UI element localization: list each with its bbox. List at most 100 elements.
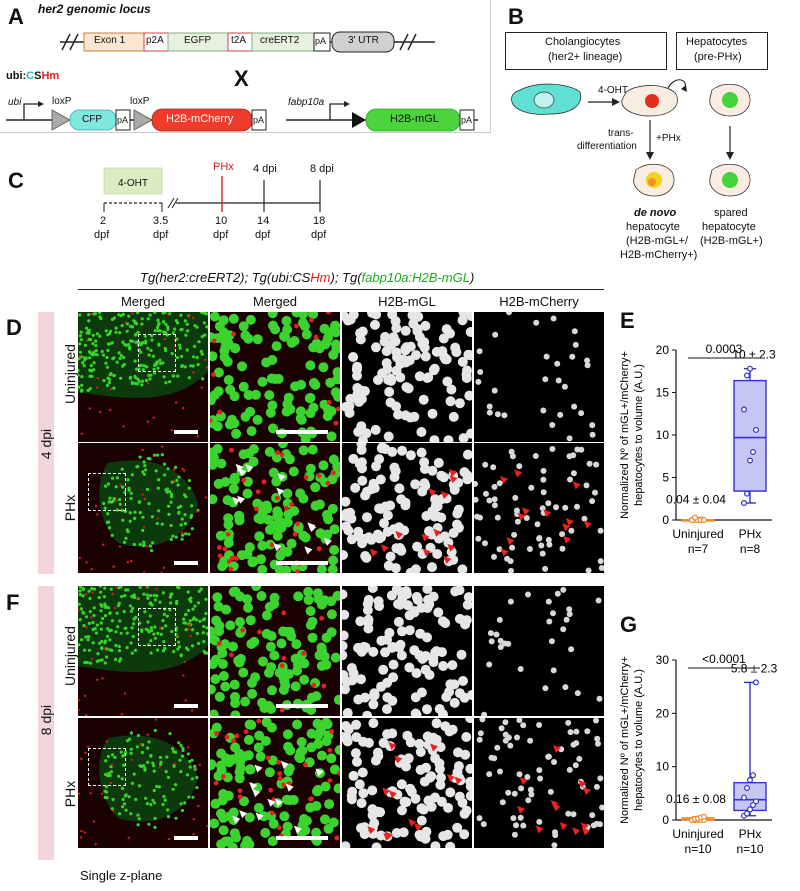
- ubi-promoter-label: ubi: [8, 97, 22, 108]
- col-header-merged-2: Merged: [252, 294, 298, 309]
- hep-title-2: (pre-PHx): [694, 51, 742, 63]
- spared-label-1: spared: [714, 207, 748, 219]
- c-tick-35: 3.5: [153, 215, 169, 227]
- micrograph-r2-c0: [78, 586, 208, 716]
- chart-g: Normalized Nº of mGL+/mCherry+hepatocyte…: [619, 652, 778, 856]
- y-tick-label: 10: [656, 428, 670, 442]
- f-timepoint-label: 8 dpi: [38, 704, 54, 736]
- micrograph-r3-c2: [342, 718, 472, 848]
- y-axis-label-1: Normalized Nº of mGL+/mCherry+: [619, 656, 631, 824]
- loxp2-label: loxP: [130, 96, 150, 107]
- c-tick-2-unit: dpf: [94, 229, 110, 241]
- n-label: n=7: [688, 542, 709, 556]
- data-point: [741, 794, 748, 801]
- roi-box: [138, 334, 176, 372]
- single-z-plane-label: Single z-plane: [80, 868, 163, 883]
- panel-d-letter: D: [6, 315, 22, 340]
- ubi-title-c: C: [26, 70, 35, 82]
- x-tick-label: Uninjured: [672, 527, 723, 541]
- data-point: [750, 448, 757, 455]
- mean-label-uninjured: 0.16 ± 0.08: [666, 792, 726, 806]
- f-row-phx: PHx: [62, 780, 78, 808]
- roi-box: [88, 473, 126, 511]
- data-point: [747, 806, 754, 813]
- micrograph-r3-c0: [78, 718, 208, 848]
- b-trans-label-2: differentiation: [577, 141, 637, 152]
- de-novo-label-4: H2B-mCherry+): [620, 249, 698, 261]
- n-label: n=8: [740, 542, 761, 556]
- c-8dpi-label: 8 dpi: [310, 163, 334, 175]
- c-tick-14-unit: dpf: [255, 229, 271, 241]
- creert2-label: creERT2: [260, 35, 300, 46]
- c-4oht-label: 4-OHT: [118, 178, 148, 189]
- d-timepoint-label: 4 dpi: [38, 428, 54, 460]
- data-point: [747, 365, 754, 372]
- panel-a: [0, 0, 491, 133]
- col-header-merged-1: Merged: [120, 294, 166, 309]
- b-trans-label-1: trans-: [608, 128, 634, 139]
- y-tick-label: 20: [656, 706, 670, 720]
- roi-box: [138, 608, 176, 646]
- f-timepoint-bar: [38, 586, 54, 860]
- egfp-label: EGFP: [184, 35, 212, 46]
- genotype-underline: [78, 289, 604, 290]
- f-row-uninjured: Uninjured: [62, 626, 78, 686]
- data-point: [753, 679, 760, 686]
- data-point: [753, 798, 760, 805]
- data-point: [700, 813, 707, 820]
- her2-locus-title: her2 genomic locus: [38, 2, 151, 16]
- pa-label-4: pA: [461, 115, 473, 125]
- scale-bar: [276, 430, 328, 434]
- x-tick-label: PHx: [739, 527, 762, 541]
- scale-bar: [174, 704, 198, 708]
- p-value-label: <0.0001: [702, 652, 746, 666]
- scale-bar: [174, 430, 198, 434]
- micrograph-r0-c0: [78, 312, 208, 442]
- c-tick-14: 14: [257, 215, 270, 227]
- d-row-uninjured: Uninjured: [62, 344, 78, 404]
- c-tick-18: 18: [313, 215, 326, 227]
- y-tick-label: 0: [662, 513, 669, 527]
- micrograph-r2-c3: [474, 586, 604, 716]
- her2-locus-diagram: [6, 31, 478, 132]
- panel-g-letter: G: [620, 612, 638, 637]
- micrograph-r2-c1: [210, 586, 340, 716]
- c-tick-2: 2: [100, 215, 107, 227]
- col-header-mcherry: H2B-mCherry: [499, 294, 579, 309]
- y-tick-label: 0: [662, 813, 669, 827]
- y-tick-label: 20: [656, 343, 670, 357]
- micrograph-r1-c0: [78, 443, 208, 573]
- genotype-part1: Tg(her2:creERT2); Tg(ubi:CS: [140, 270, 311, 285]
- c-tick-35-unit: dpf: [153, 229, 169, 241]
- d-timepoint-bar: [38, 312, 54, 574]
- genotype-part2: Hm: [310, 270, 331, 285]
- de-novo-label-3: (H2B-mGL+/: [626, 235, 689, 247]
- data-point: [700, 517, 707, 524]
- scale-bar: [276, 704, 328, 708]
- pa-label-2: pA: [117, 115, 129, 125]
- scale-bar: [276, 561, 328, 565]
- pa-label: pA: [315, 36, 327, 46]
- micrograph-r1-c1: [210, 443, 340, 573]
- de-novo-label-1: de novo: [634, 207, 677, 219]
- fabp10a-promoter-label: fabp10a: [288, 97, 325, 108]
- cfp-label: CFP: [82, 114, 102, 125]
- data-point: [744, 785, 751, 792]
- h2b-mgl-label: H2B-mGL: [390, 113, 439, 125]
- n-label: n=10: [684, 842, 711, 856]
- b-4oht-label: 4-OHT: [598, 85, 628, 96]
- y-tick-label: 10: [656, 760, 670, 774]
- ubi-title-prefix: ubi:: [6, 70, 27, 82]
- h2b-mcherry-label: H2B-mCherry: [166, 113, 234, 125]
- lineage-diagram: [511, 79, 751, 197]
- c-phx-label: PHx: [213, 161, 234, 173]
- data-point: [691, 514, 698, 521]
- p2a-label: p2A: [146, 35, 164, 46]
- hepatocyte-box: [676, 32, 768, 70]
- utr-label: 3' UTR: [348, 35, 379, 46]
- ubi-cshm-title: ubi:CSHm: [6, 70, 59, 82]
- cross-symbol: X: [234, 66, 249, 91]
- genotype-part5: ): [469, 270, 475, 285]
- box: [733, 379, 767, 492]
- c-4dpi-label: 4 dpi: [253, 163, 277, 175]
